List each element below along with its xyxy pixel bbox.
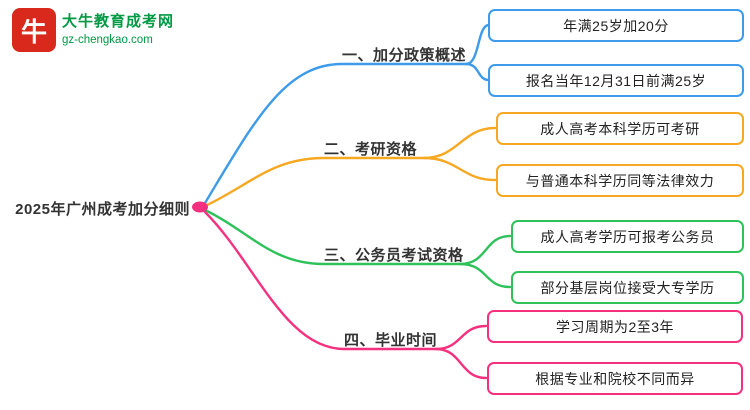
logo-site-domain: gz-chengkao.com — [62, 34, 153, 46]
branch-2-label: 二、考研资格 — [324, 141, 418, 158]
branch-4-leaf-2-line — [434, 347, 488, 380]
branch-3-leaf-2-line — [458, 262, 512, 289]
leaf-box: 与普通本科学历同等法律效力 — [496, 164, 744, 197]
branch-1-leaf-2-line — [464, 62, 491, 82]
leaf-box: 成人高考本科学历可考研 — [496, 112, 744, 145]
leaf-box: 成人高考学历可报考公务员 — [511, 220, 744, 253]
branch-4-leaf-1-line — [434, 324, 488, 351]
branch-3-label: 三、公务员考试资格 — [324, 247, 464, 264]
leaf-box: 部分基层岗位接受大专学历 — [511, 271, 744, 304]
branch-3-line — [203, 208, 462, 266]
logo-site-name: 大牛教育成考网 — [62, 13, 175, 30]
logo-icon: 牛 — [12, 8, 56, 52]
branch-4-line — [203, 210, 438, 351]
branch-2-leaf-2-line — [422, 156, 497, 182]
leaf-box: 学习周期为2至3年 — [487, 310, 743, 343]
branch-1-label: 一、加分政策概述 — [342, 47, 467, 64]
leaf-box: 报名当年12月31日前满25岁 — [488, 64, 744, 97]
branch-3-leaf-1-line — [458, 234, 512, 266]
branch-1-line — [203, 62, 468, 205]
leaf-box: 年满25岁加20分 — [488, 9, 744, 42]
leaf-box: 根据专业和院校不同而异 — [487, 362, 743, 395]
branch-1-leaf-1-line — [464, 23, 491, 66]
root-marker — [192, 201, 208, 213]
branch-4-label: 四、毕业时间 — [344, 332, 438, 349]
branch-2-leaf-1-line — [422, 126, 497, 160]
branch-2-line — [203, 156, 426, 208]
root-node-label: 2025年广州成考加分细则 — [15, 201, 190, 218]
site-logo: 牛 大牛教育成考网 gz-chengkao.com — [12, 8, 174, 52]
